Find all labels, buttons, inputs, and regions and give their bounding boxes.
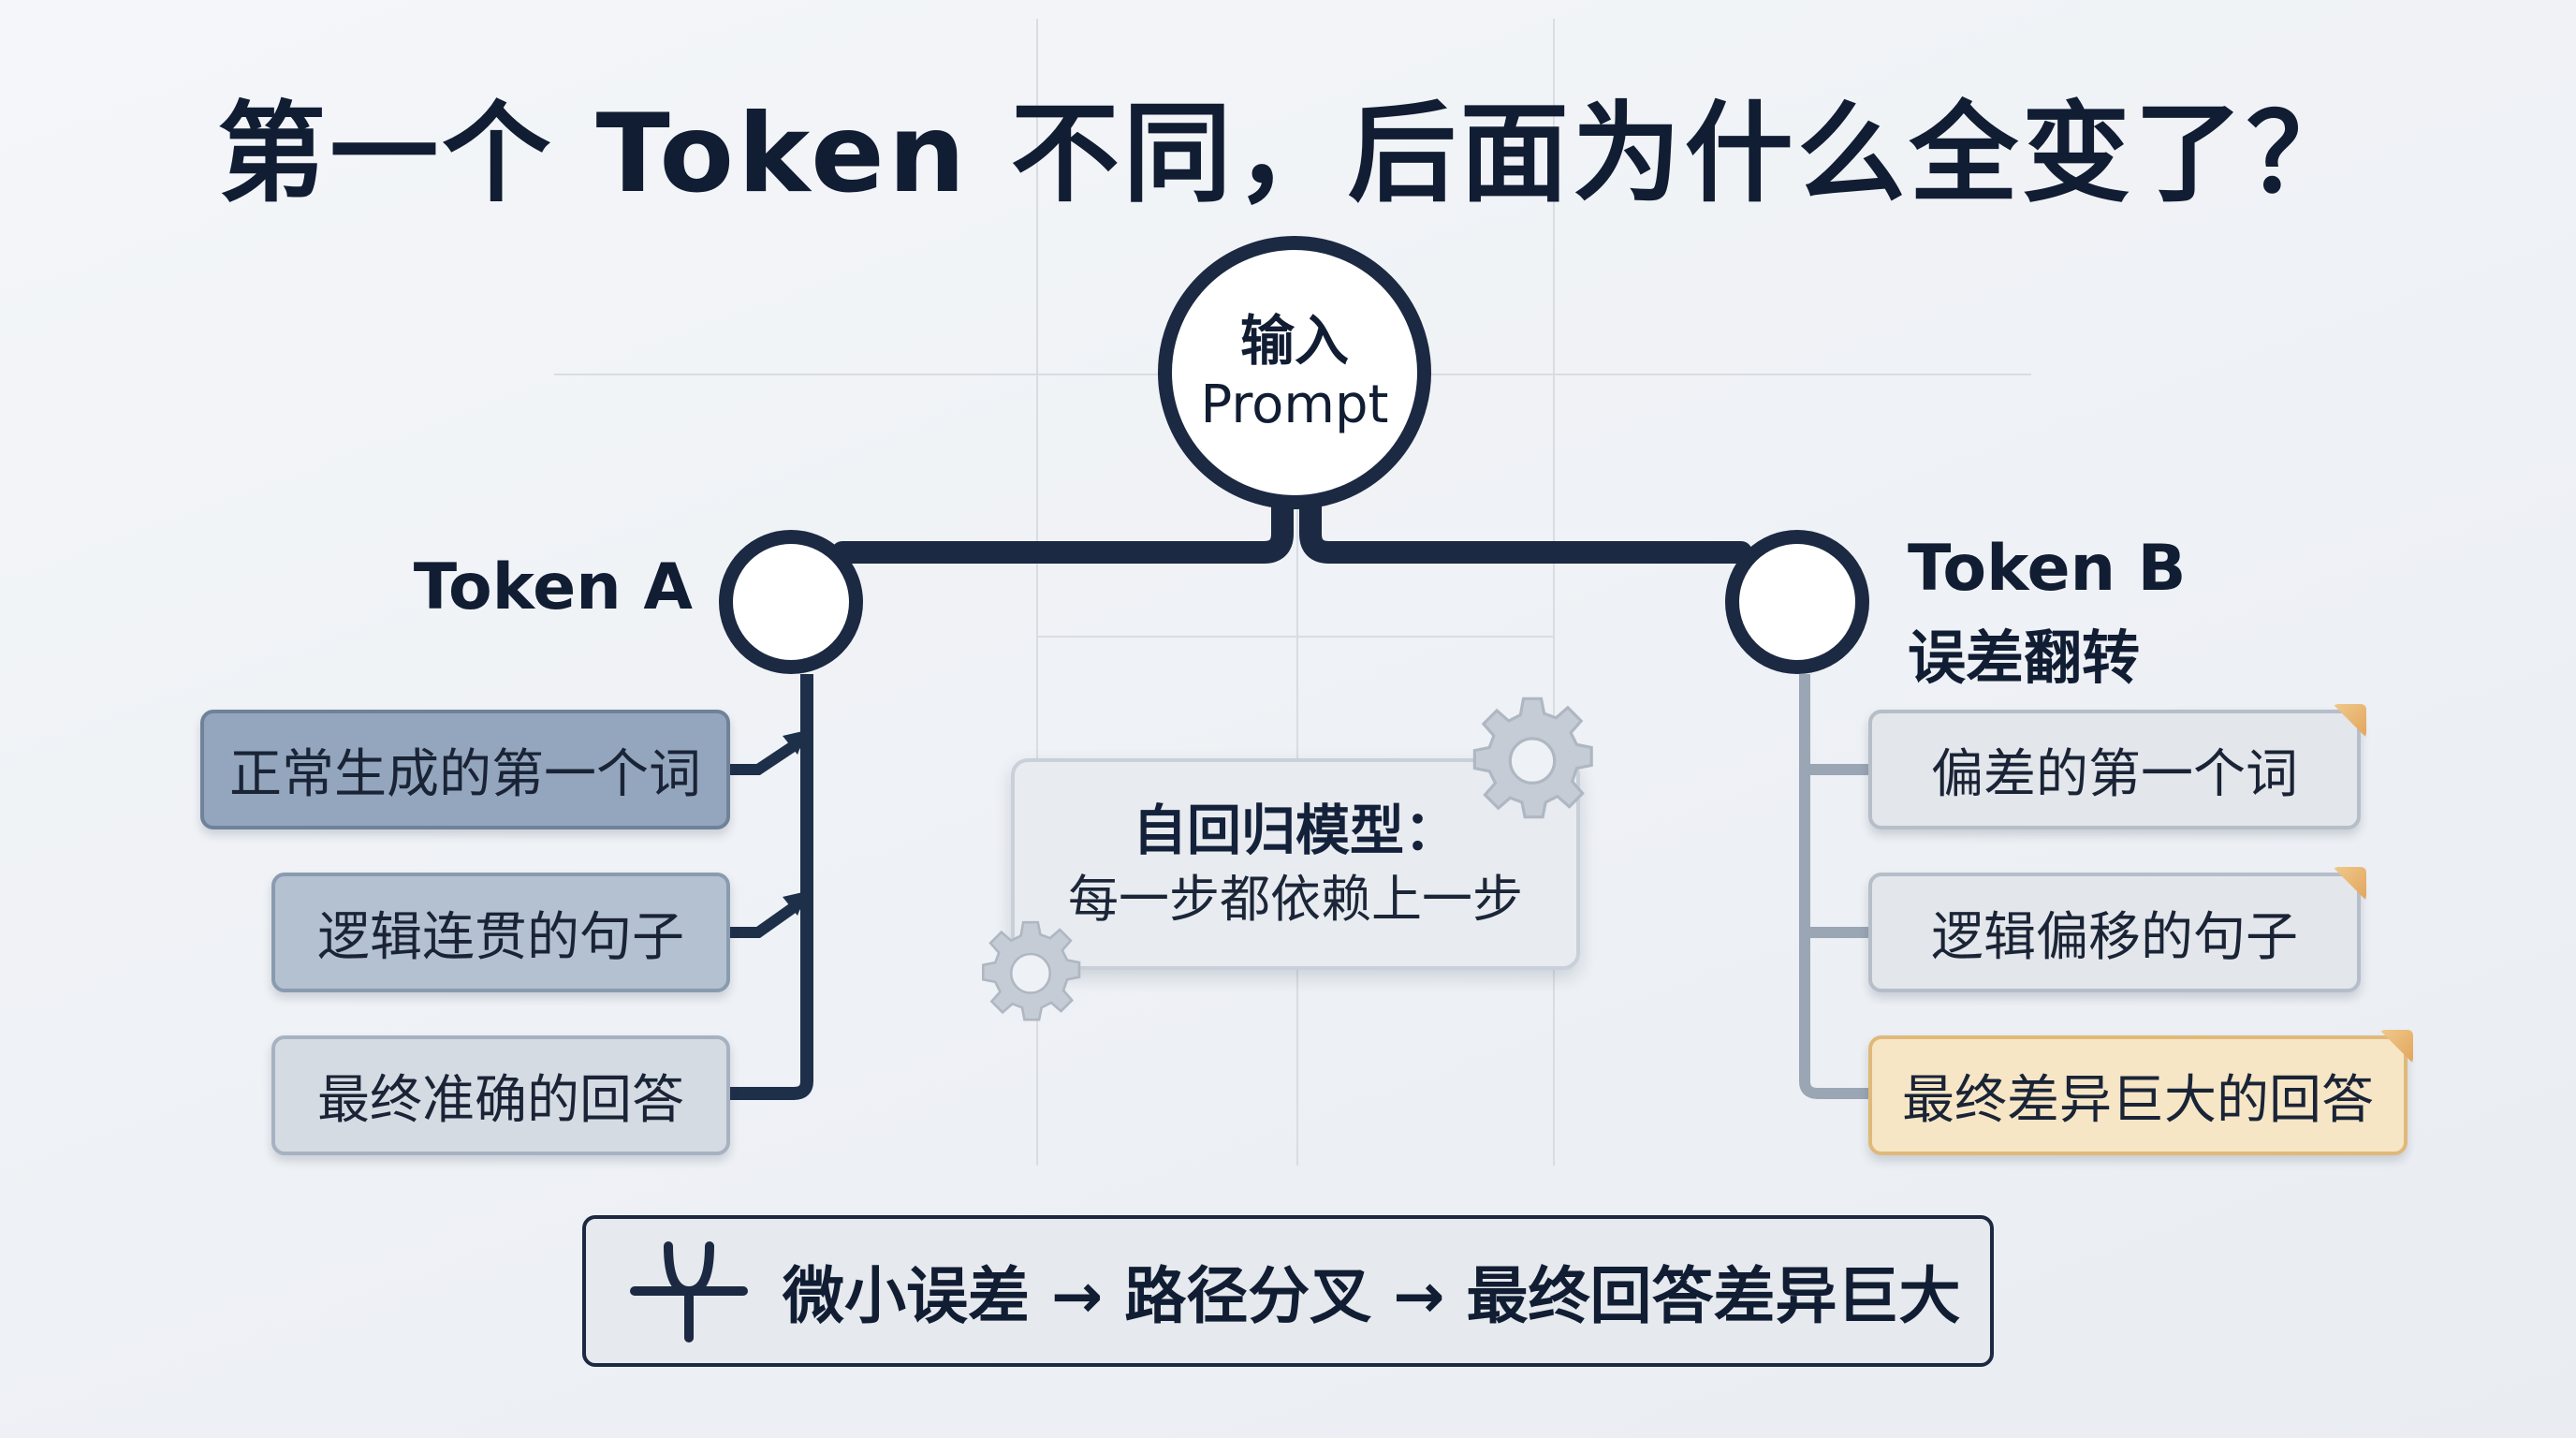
token-b-item-3: 最终差异巨大的回答 (1868, 1030, 2413, 1155)
gear-icon (982, 920, 1081, 1021)
arrowhead-2 (783, 891, 807, 916)
token-b-item-2: 逻辑偏移的句子 (1868, 867, 2366, 992)
token-b-item-2-text: 逻辑偏移的句子 (1931, 906, 2298, 968)
warning-corner-icon (2333, 867, 2366, 901)
token-a-node (719, 530, 863, 674)
gear-icon (1472, 697, 1593, 819)
token-a-label: Token A (413, 550, 693, 624)
center-title: 自回归模型： (1132, 799, 1458, 863)
center-card: 自回归模型： 每一步都依赖上一步 (1011, 758, 1580, 970)
token-b-item-1: 偏差的第一个词 (1868, 704, 2366, 829)
token-b-item-1-text: 偏差的第一个词 (1931, 743, 2298, 805)
token-b-item-3-text: 最终差异巨大的回答 (1902, 1069, 2374, 1131)
token-a-item-1: 正常生成的第一个词 (200, 710, 730, 829)
token-b-node (1725, 530, 1869, 674)
fork-icon (630, 1241, 748, 1343)
arrowhead-1 (783, 730, 807, 755)
token-a-item-3: 最终准确的回答 (271, 1035, 730, 1155)
branch-to-token-a (831, 494, 1294, 564)
token-a-link-1 (730, 735, 807, 775)
token-b-label: Token B (1908, 532, 2187, 606)
token-a-item-2: 逻辑连贯的句子 (271, 873, 730, 992)
prompt-line2: Prompt (1200, 374, 1389, 436)
warning-corner-icon (2379, 1030, 2413, 1064)
page-title: 第一个 Token 不同，后面为什么全变了？ (217, 91, 2359, 217)
prompt-line1: 输入 (1239, 308, 1349, 373)
prompt-node: 输入 Prompt (1158, 236, 1431, 509)
summary-text: 微小误差 → 路径分叉 → 最终回答差异巨大 (783, 1260, 1961, 1332)
branch-to-token-b (1299, 494, 1752, 564)
summary-bar: 微小误差 → 路径分叉 → 最终回答差异巨大 (582, 1215, 1994, 1367)
token-a-spine (730, 674, 813, 1100)
warning-corner-icon (2333, 704, 2366, 738)
token-b-spine (1799, 674, 1868, 1099)
token-b-sublabel: 误差翻转 (1908, 624, 2141, 692)
token-a-link-2 (730, 896, 807, 938)
center-subtitle: 每一步都依赖上一步 (1068, 869, 1523, 929)
